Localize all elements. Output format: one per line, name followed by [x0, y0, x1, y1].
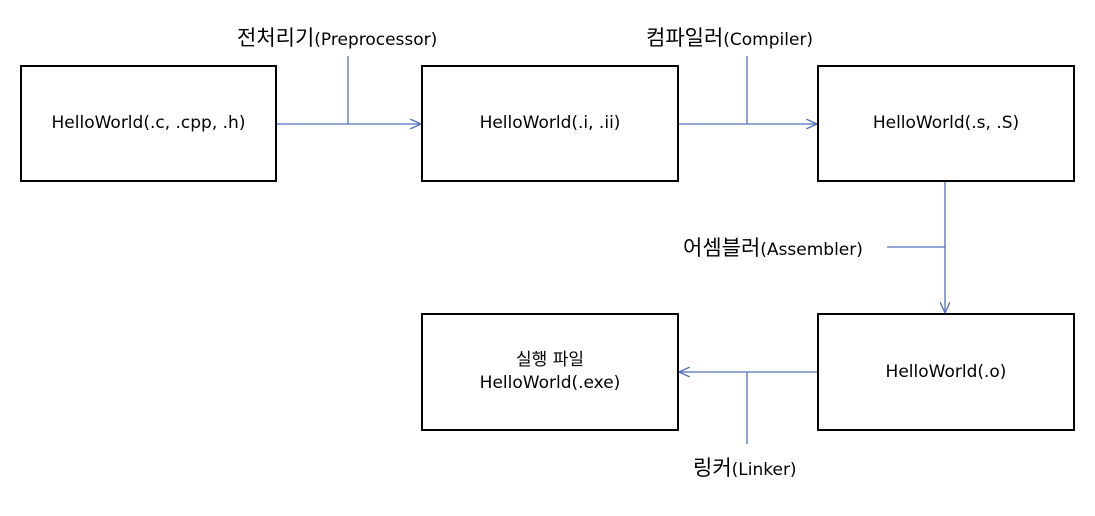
node-preprocessed-label: HelloWorld(.i, .ii): [479, 113, 621, 134]
label-assembler: 어셈블러(Assembler): [683, 232, 863, 262]
node-object: HelloWorld(.o): [817, 313, 1075, 431]
label-compiler-korean: 컴파일러: [646, 26, 724, 50]
label-compiler-english: (Compiler): [723, 30, 814, 50]
node-source-label: HelloWorld(.c, .cpp, .h): [51, 113, 246, 134]
label-preprocessor: 전처리기(Preprocessor): [237, 22, 437, 52]
node-preprocessed: HelloWorld(.i, .ii): [421, 65, 679, 182]
label-preprocessor-english: (Preprocessor): [314, 30, 438, 50]
node-source: HelloWorld(.c, .cpp, .h): [20, 65, 277, 182]
label-linker-english: (Linker): [731, 460, 797, 480]
node-assembly: HelloWorld(.s, .S): [817, 65, 1075, 182]
label-linker-korean: 링커: [693, 456, 732, 480]
label-assembler-korean: 어셈블러: [683, 236, 761, 260]
node-executable-title: 실행 파일: [516, 350, 584, 371]
label-preprocessor-korean: 전처리기: [237, 26, 315, 50]
label-compiler: 컴파일러(Compiler): [646, 22, 813, 52]
label-assembler-english: (Assembler): [760, 240, 863, 260]
node-executable: 실행 파일 HelloWorld(.exe): [421, 313, 679, 431]
node-object-label: HelloWorld(.o): [885, 361, 1007, 382]
node-executable-label: HelloWorld(.exe): [479, 373, 621, 393]
label-linker: 링커(Linker): [693, 452, 797, 482]
node-assembly-label: HelloWorld(.s, .S): [872, 113, 1020, 134]
